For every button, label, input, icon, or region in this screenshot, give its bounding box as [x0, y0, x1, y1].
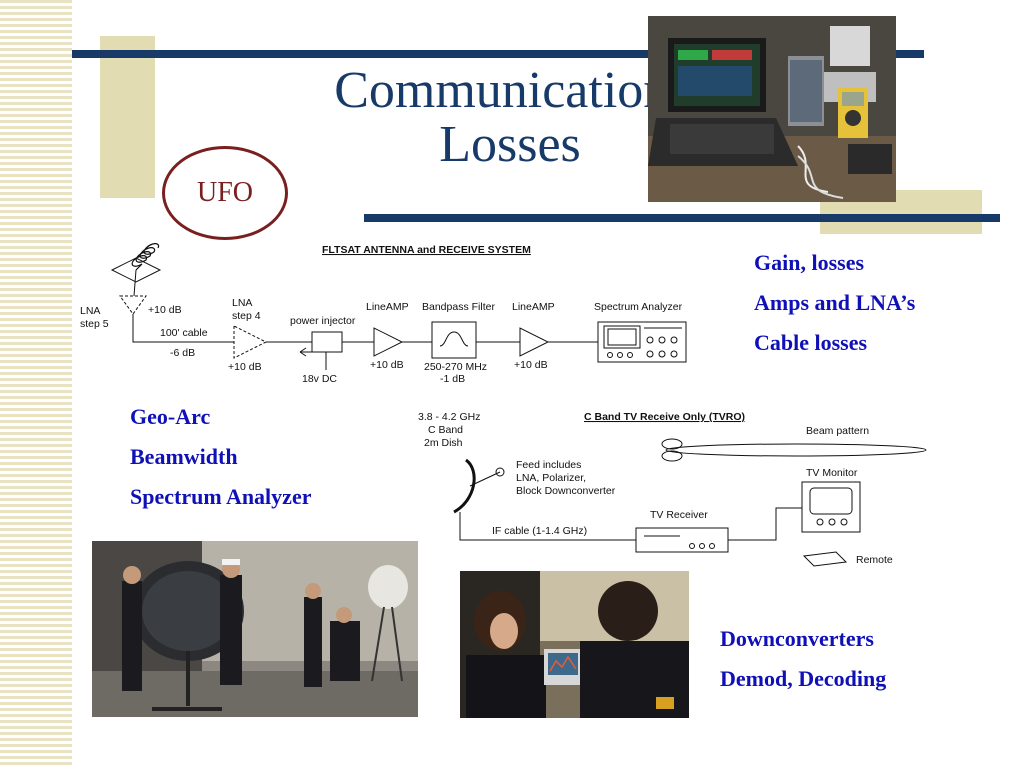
- feed-line-1: Feed includes: [516, 459, 581, 471]
- remote-label: Remote: [856, 554, 893, 566]
- bullet-list-gain: Gain, losses Amps and LNA’s Cable losses: [754, 250, 915, 370]
- dish-line-2: C Band: [428, 424, 463, 436]
- title-line-2: Losses: [439, 116, 581, 173]
- accent-bar-left: [100, 36, 155, 198]
- helix-antenna-icon: [110, 243, 162, 297]
- title-rule-bottom: [364, 214, 1000, 222]
- fltsat-diagram: FLTSAT ANTENNA and RECEIVE SYSTEM LNA st…: [80, 243, 687, 385]
- spectrum-analyzer-icon: [597, 321, 687, 363]
- lna5-label-1: LNA: [80, 305, 100, 317]
- photo-dish-outdoor: [92, 541, 418, 717]
- ufo-label: UFO: [196, 177, 253, 208]
- analyzer-label: Spectrum Analyzer: [594, 301, 683, 313]
- title-rule-top: [72, 50, 658, 58]
- line-amp-2-triangle: [519, 327, 550, 357]
- filter-range: 250-270 MHz: [424, 361, 487, 373]
- amp2-gain: +10 dB: [514, 359, 548, 371]
- amp1-gain: +10 dB: [370, 359, 404, 371]
- cable-label: 100' cable: [160, 327, 208, 339]
- beam-label: Beam pattern: [806, 425, 869, 437]
- bullet-item: Cable losses: [754, 330, 868, 355]
- amp2-label: LineAMP: [512, 301, 555, 313]
- filter-label: Bandpass Filter: [422, 301, 495, 313]
- tvro-title: C Band TV Receive Only (TVRO): [584, 411, 745, 423]
- tv-monitor-icon: [801, 481, 861, 533]
- beam-pattern-icon: [661, 438, 927, 462]
- photo-lab-equipment: [648, 16, 896, 202]
- title-rule-top-right: [894, 50, 924, 58]
- receiver-label: TV Receiver: [650, 509, 708, 521]
- tvro-diagram: C Band TV Receive Only (TVRO) 3.8 - 4.2 …: [418, 411, 927, 567]
- photo-cadets-analyzer: [460, 571, 689, 718]
- slide-title: Communications,s, Losses: [180, 64, 960, 172]
- cable-loss: -6 dB: [170, 347, 195, 359]
- ufo-oval: UFO: [162, 146, 288, 240]
- lna5-gain: +10 dB: [148, 304, 182, 316]
- lna4-label-2: step 4: [232, 310, 261, 322]
- dish-line-3: 2m Dish: [424, 437, 463, 449]
- lna4-label-1: LNA: [232, 297, 252, 309]
- lna5-label-2: step 5: [80, 318, 109, 330]
- bullet-item: Demod, Decoding: [720, 666, 887, 691]
- bullet-item: Beamwidth: [130, 444, 238, 469]
- line-amp-1-triangle: [373, 327, 404, 357]
- bullet-item: Amps and LNA’s: [754, 290, 916, 315]
- amp1-label: LineAMP: [366, 301, 409, 313]
- lna4-gain: +10 dB: [228, 361, 262, 373]
- feed-horn-icon: [495, 467, 505, 477]
- dc-label: 18v DC: [302, 373, 337, 385]
- lna4-triangle: [233, 325, 268, 359]
- remote-icon: [802, 551, 848, 567]
- bullet-item: Gain, losses: [754, 250, 865, 275]
- if-cable-label: IF cable (1-1.4 GHz): [492, 525, 587, 537]
- tv-receiver-icon: [635, 527, 729, 553]
- bullet-list-geo: Geo-Arc Beamwidth Spectrum Analyzer: [130, 404, 311, 524]
- dish-icon: [453, 458, 476, 514]
- monitor-label: TV Monitor: [806, 467, 858, 479]
- dish-line-1: 3.8 - 4.2 GHz: [418, 411, 480, 423]
- decorative-stripes: [0, 0, 72, 768]
- bullet-item: Geo-Arc: [130, 404, 211, 429]
- bullet-item: Downconverters: [720, 626, 874, 651]
- bandpass-filter-box: [431, 321, 477, 359]
- feed-line-2: LNA, Polarizer,: [516, 472, 586, 484]
- injector-label: power injector: [290, 315, 356, 327]
- filter-loss: -1 dB: [440, 373, 465, 385]
- bullet-list-downconverters: Downconverters Demod, Decoding: [720, 626, 886, 706]
- bullet-item: Spectrum Analyzer: [130, 484, 312, 509]
- title-line-1: Communications,: [334, 62, 703, 119]
- fltsat-title: FLTSAT ANTENNA and RECEIVE SYSTEM: [322, 244, 531, 256]
- lna5-triangle: [119, 295, 147, 315]
- power-injector-box: [311, 331, 343, 353]
- feed-line-3: Block Downconverter: [516, 485, 616, 497]
